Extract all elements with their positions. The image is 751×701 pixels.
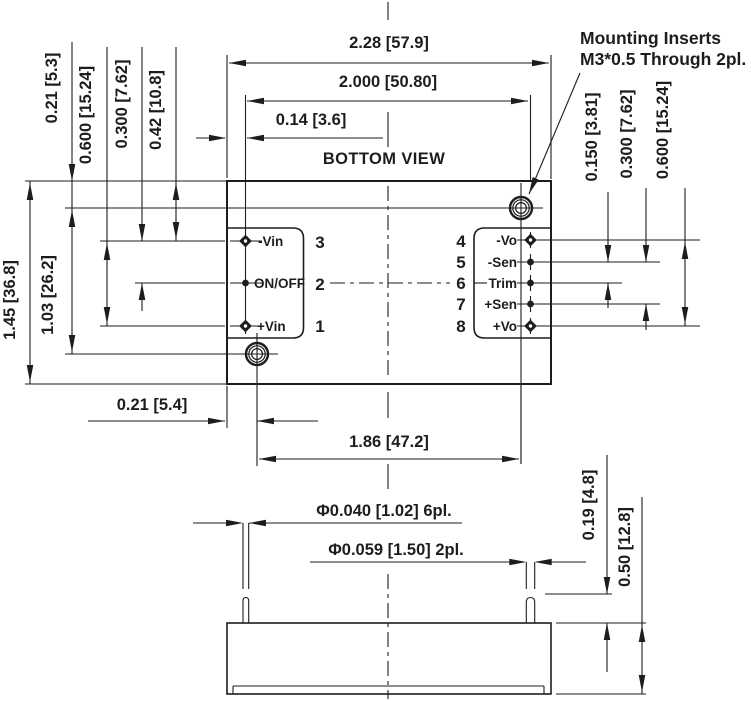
dim-body-height: 0.50 [12.8]	[616, 507, 634, 587]
dim-top-edge-to-pin3: 0.42 [10.8]	[147, 70, 165, 150]
pin-label-vin-pos: +Vin	[257, 319, 286, 334]
module-body-side-view	[226, 523, 552, 695]
dim-pin-diameter-small: Φ0.040 [1.02] 6pl.	[316, 502, 452, 520]
dim-pin-diameter-large: Φ0.059 [1.50] 2pl.	[328, 541, 464, 559]
dim-insert-horizontal-span: 1.86 [47.2]	[349, 433, 429, 451]
dim-sen-to-trim: 0.150 [3.81]	[583, 93, 601, 182]
dim-vin-to-onoff: 0.300 [7.62]	[113, 60, 131, 149]
pin-number-7: 7	[456, 295, 465, 314]
pin-label-vo-pos: +Vo	[493, 319, 517, 334]
pin-number-2: 2	[315, 275, 324, 294]
dim-vo-pin-span: 0.600 [15.24]	[654, 81, 672, 179]
view-label: BOTTOM VIEW	[323, 150, 445, 168]
input-pin-group-box	[227, 227, 305, 339]
dim-vin-pin-span: 0.600 [15.24]	[77, 66, 95, 164]
pin-number-8: 8	[456, 317, 465, 336]
pin-number-3: 3	[315, 233, 324, 252]
pin-label-vin-neg: -Vin	[258, 234, 283, 249]
pin-6-pad	[527, 279, 534, 287]
dim-pin-shoulder-height: 0.19 [4.8]	[580, 470, 598, 541]
pin-2-pad	[242, 279, 249, 287]
pin-label-sen-pos: +Sen	[484, 297, 517, 312]
dim-overall-width: 2.28 [57.9]	[349, 34, 429, 52]
extension-lines	[25, 55, 646, 695]
pin-number-5: 5	[456, 253, 465, 272]
pin-label-trim: Trim	[488, 276, 517, 291]
annotations: Mounting Inserts M3*0.5 Through 2pl. BOT…	[1, 28, 746, 587]
pin-number-1: 1	[315, 317, 324, 336]
pin-label-sen-neg: -Sen	[488, 255, 517, 270]
dim-insert-vertical-span: 1.03 [26.2]	[39, 255, 57, 335]
pin-number-6: 6	[456, 274, 465, 293]
pin-7-pad	[527, 300, 534, 308]
dim-overall-height: 1.45 [36.8]	[1, 260, 19, 340]
pin-label-onoff: ON/OFF	[254, 276, 305, 291]
pin-label-vo-neg: -Vo	[496, 233, 517, 248]
dimension-lines	[26, 42, 689, 694]
mounting-note-line1: Mounting Inserts	[580, 28, 721, 48]
dim-sen-pin-span: 0.300 [7.62]	[618, 90, 636, 179]
dim-left-edge-to-insert: 0.21 [5.4]	[117, 396, 188, 414]
centerlines	[330, 2, 487, 699]
dim-pin-column-span: 2.000 [50.80]	[339, 73, 437, 91]
side-view-pin-small	[242, 523, 250, 623]
output-pin-group-box	[473, 227, 551, 339]
dim-top-edge-to-insert: 0.21 [5.3]	[43, 53, 61, 124]
pin-5-pad	[527, 258, 534, 266]
output-pins	[517, 232, 700, 334]
mounting-note-line2: M3*0.5 Through 2pl.	[580, 49, 746, 69]
input-pins	[230, 95, 262, 334]
side-view-pin-large	[525, 562, 536, 623]
dim-edge-to-pin-column: 0.14 [3.6]	[276, 111, 347, 129]
pin-number-4: 4	[456, 232, 466, 251]
mounting-insert-bottom-left	[237, 333, 278, 466]
